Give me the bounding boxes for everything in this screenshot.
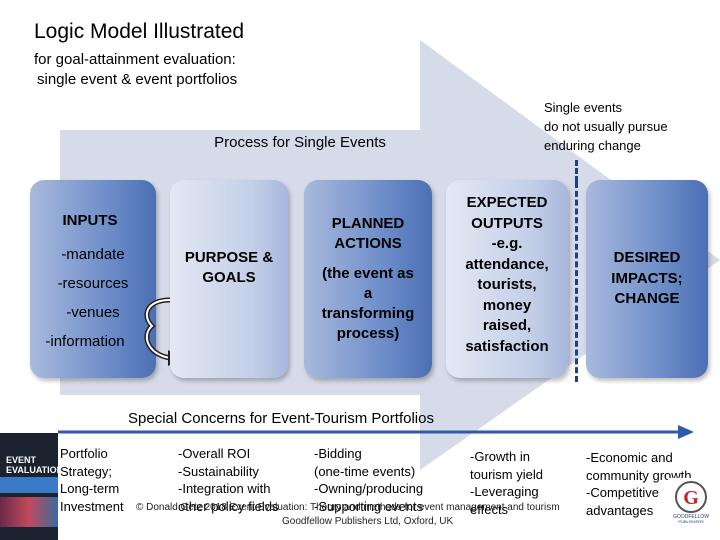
divider-line-top xyxy=(575,160,578,182)
concern-item: -Economic and xyxy=(586,450,673,465)
logo-sub: PUBLISHERS xyxy=(678,519,704,524)
book-title: EVENT EVALUATION xyxy=(6,455,63,475)
planned-line: PLANNED xyxy=(331,215,405,232)
concern-column-economic: -Economic and community growth -Competit… xyxy=(586,449,691,519)
note-line: Single events xyxy=(544,100,623,115)
concern-column-portfolio: Portfolio Strategy; Long-term Investment xyxy=(60,445,124,515)
book-title-line: EVALUATION xyxy=(6,465,64,475)
concern-item: other policy fields xyxy=(178,498,279,514)
divider-line xyxy=(575,182,578,382)
page-title: Logic Model Illustrated xyxy=(34,20,245,43)
expected-line: EXPECTED xyxy=(466,194,548,211)
concern-column-roi: -Overall ROI -Sustainability -Integratio… xyxy=(178,445,278,515)
subtitle-line-2: single event & event portfolios xyxy=(37,71,238,88)
expected-line: raised, xyxy=(482,317,532,334)
concern-column-bidding: -Bidding (one-time events) -Owning/produ… xyxy=(314,445,423,515)
expected-line: money xyxy=(482,296,532,314)
concern-item: Investment xyxy=(60,498,124,514)
single-events-note: Single events do not usually pursue endu… xyxy=(544,98,668,155)
inputs-item: -information xyxy=(45,333,125,350)
purpose-goals-label: PURPOSE & GOALS xyxy=(170,248,288,288)
concern-item: advantages xyxy=(586,502,654,518)
concern-item: effects xyxy=(470,501,509,517)
special-concerns-label: Special Concerns for Event-Tourism Portf… xyxy=(128,410,434,427)
planned-spacer xyxy=(304,254,432,264)
purpose-line: PURPOSE & xyxy=(184,249,274,266)
concern-column-growth: -Growth in tourism yield -Leveraging eff… xyxy=(470,448,543,518)
expected-line: -e.g. xyxy=(491,235,523,252)
book-cover-image: EVENT EVALUATION xyxy=(0,433,63,540)
concern-item: Strategy; xyxy=(60,463,113,479)
purpose-goals-box: PURPOSE & GOALS xyxy=(170,180,288,378)
concern-item: -Supporting events xyxy=(314,498,424,514)
concern-item: -Growth in xyxy=(470,449,530,464)
concern-item: -Competitive xyxy=(586,485,659,500)
note-line: do not usually pursue xyxy=(544,119,668,134)
desired-line: DESIRED xyxy=(613,249,681,266)
expected-line: tourists, xyxy=(477,276,537,293)
concern-item: -Leveraging xyxy=(470,484,539,499)
inputs-box: INPUTS -mandate -resources -venues -info… xyxy=(30,180,156,378)
expected-outputs-label: EXPECTED OUTPUTS -e.g. attendance, touri… xyxy=(446,193,568,357)
desired-impacts-box: DESIRED IMPACTS; CHANGE xyxy=(586,180,708,378)
desired-line: CHANGE xyxy=(614,290,680,307)
page-subtitle: for goal-attainment evaluation: single e… xyxy=(34,50,237,90)
planned-actions-box: PLANNED ACTIONS (the event as a transfor… xyxy=(304,180,432,378)
process-label: Process for Single Events xyxy=(214,134,386,151)
inputs-item: -mandate xyxy=(61,246,125,263)
subtitle-line-1: for goal-attainment evaluation: xyxy=(34,51,236,68)
expected-line: satisfaction xyxy=(465,337,549,355)
inputs-item: -resources xyxy=(57,275,129,292)
publisher-logo-icon: G GOODFELLOW PUBLISHERS xyxy=(668,478,714,524)
book-band xyxy=(0,477,58,493)
planned-line: a xyxy=(363,285,373,302)
planned-line: transforming xyxy=(321,305,415,322)
copyright-line-1: © Donald Getz 2018 Event Evaluation: The… xyxy=(136,502,560,513)
note-line: enduring change xyxy=(544,138,641,153)
planned-line: (the event as xyxy=(322,265,414,282)
expected-line: OUTPUTS xyxy=(471,214,543,232)
logo-name: GOODFELLOW xyxy=(673,514,709,520)
copyright-line-2: Goodfellow Publishers Ltd, Oxford, UK xyxy=(282,516,454,527)
desired-line: IMPACTS; xyxy=(611,269,683,287)
desired-impacts-label: DESIRED IMPACTS; CHANGE xyxy=(586,248,708,310)
concern-item: tourism yield xyxy=(470,466,543,482)
book-title-line: EVENT xyxy=(6,455,37,465)
planned-actions-label: PLANNED ACTIONS (the event as a transfor… xyxy=(304,214,432,344)
concern-item: Long-term xyxy=(60,481,120,496)
planned-line: process) xyxy=(336,325,400,342)
timeline-arrow xyxy=(58,425,694,439)
inputs-list: -mandate -resources -venues -information xyxy=(30,240,156,356)
concern-item: -Owning/producing xyxy=(314,481,424,496)
concern-item: (one-time events) xyxy=(314,463,416,479)
expected-line: attendance, xyxy=(465,255,549,273)
concern-item: -Integration with xyxy=(178,481,271,496)
concern-item: -Overall ROI xyxy=(178,446,251,461)
concern-item: -Sustainability xyxy=(178,463,259,479)
inputs-title: INPUTS xyxy=(62,212,118,229)
concern-item: Portfolio xyxy=(60,446,108,461)
inputs-item: -venues xyxy=(66,304,120,321)
expected-outputs-box: EXPECTED OUTPUTS -e.g. attendance, touri… xyxy=(446,180,568,378)
purpose-line: GOALS xyxy=(202,269,256,286)
concern-item: community growth xyxy=(586,467,692,483)
concern-item: -Bidding xyxy=(314,446,362,461)
book-image xyxy=(0,497,58,527)
planned-line: ACTIONS xyxy=(334,235,402,252)
logo-letter: G xyxy=(683,487,699,509)
